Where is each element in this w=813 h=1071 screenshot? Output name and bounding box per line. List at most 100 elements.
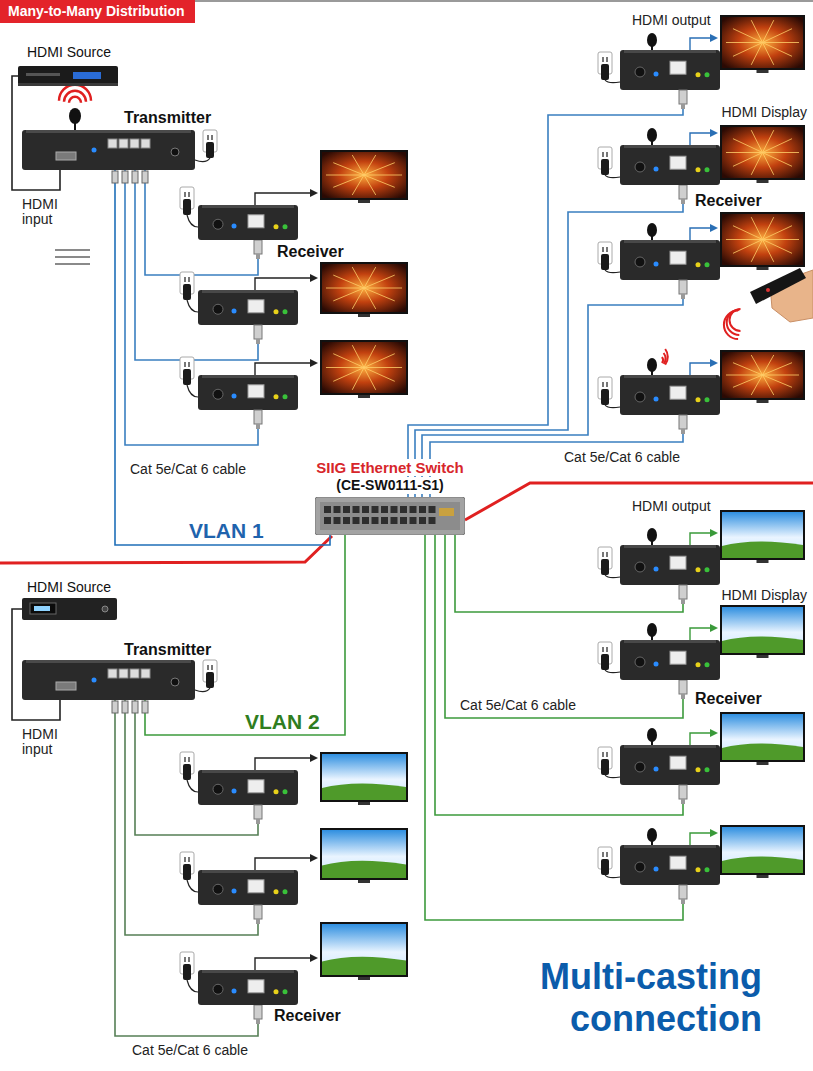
tv-stand <box>358 880 370 883</box>
receiver-edge <box>624 375 716 378</box>
arrow-head <box>710 224 718 232</box>
rj45-port <box>670 156 686 169</box>
power-adapter <box>601 389 609 405</box>
link-led <box>696 767 701 772</box>
dc-jack <box>635 562 645 572</box>
receiver-edge <box>624 845 716 848</box>
remote-control <box>750 268 806 304</box>
switch-port <box>400 517 407 524</box>
rj45-port <box>130 139 139 148</box>
hdmi-output-arrow <box>690 833 712 845</box>
firework-ray <box>763 20 774 42</box>
firework-ray <box>751 240 762 262</box>
switch-port <box>391 517 398 524</box>
annotation: HDMI output <box>630 498 713 515</box>
cable-boot <box>256 339 260 344</box>
network-line <box>0 536 332 563</box>
power-led <box>92 678 97 683</box>
rj45-port <box>108 139 117 148</box>
outlet-slot <box>207 665 209 670</box>
power-cord <box>187 300 198 312</box>
device-label: HDMI Source <box>25 579 113 596</box>
firework-ray <box>751 375 762 395</box>
arrow-head <box>310 954 318 962</box>
source-display <box>73 72 101 79</box>
firework-ray <box>763 43 774 65</box>
firework-ray <box>326 175 364 176</box>
switch-port <box>381 506 388 513</box>
rj45-port <box>248 215 264 228</box>
receiver-edge <box>624 50 716 53</box>
ir-signal <box>59 85 91 101</box>
tv-frame <box>320 262 408 314</box>
switch-port <box>343 506 350 513</box>
power-led <box>654 167 659 172</box>
receiver-body <box>198 970 298 1005</box>
power-cord <box>605 575 620 578</box>
receiver-edge <box>202 290 294 293</box>
ir-signal <box>69 97 81 103</box>
dc-jack <box>635 392 645 402</box>
rj45-port <box>670 61 686 74</box>
hdmi-output-arrow <box>690 533 712 545</box>
power-cord <box>187 385 198 397</box>
rj45-port <box>248 780 264 793</box>
ethernet-switch: SIIG Ethernet Switch(CE-SW0111-S1) <box>315 497 465 535</box>
firework-ray <box>763 240 774 262</box>
cable-plug <box>254 1005 262 1019</box>
power-led <box>654 867 659 872</box>
firework-ray <box>326 288 364 289</box>
device-drawing <box>198 970 298 1005</box>
device-label: Receiver <box>693 192 764 209</box>
device-drawing <box>620 640 720 680</box>
receiver-body <box>198 870 298 905</box>
outlet-slot <box>602 57 604 62</box>
link-led <box>696 262 701 267</box>
landscape-hill <box>322 861 406 878</box>
link-led <box>696 662 701 667</box>
power-cord <box>187 980 198 992</box>
rj45-port <box>670 251 686 264</box>
cable-boot <box>256 424 260 429</box>
arrow-head <box>710 359 718 367</box>
data-led <box>283 889 288 894</box>
firework-ray <box>733 139 763 153</box>
cable-plug <box>254 905 262 919</box>
outlet-slot <box>602 647 604 652</box>
tv-stand <box>358 802 370 805</box>
cable-plug <box>142 701 148 713</box>
link-led <box>696 567 701 572</box>
dc-jack <box>213 389 223 399</box>
cable-plug <box>142 171 148 183</box>
source-display <box>30 603 56 614</box>
cable-boot <box>681 294 685 299</box>
device-label: Transmitter <box>122 641 213 658</box>
cable-boot <box>681 694 685 699</box>
receiver-body <box>620 50 720 90</box>
arrow-head <box>710 729 718 737</box>
tv-stand <box>757 400 769 403</box>
arrow-head <box>310 189 318 197</box>
rj45-port <box>670 386 686 399</box>
arrow-head <box>310 359 318 367</box>
tv-screen <box>722 512 803 558</box>
landscape-hill <box>722 856 803 873</box>
transmitter-edge <box>26 660 191 663</box>
display-digits <box>34 606 50 611</box>
power-adapter <box>601 654 609 670</box>
power-cord <box>605 270 620 273</box>
tv-screen <box>322 264 406 312</box>
receiver-body <box>198 375 298 410</box>
outlet-slot <box>188 957 190 962</box>
cable-boot <box>681 429 685 434</box>
tv-screen <box>322 342 406 393</box>
switch-name: SIIG Ethernet Switch <box>313 459 467 476</box>
switch-port <box>324 517 331 524</box>
switch-port <box>400 506 407 513</box>
receiver-edge <box>624 640 716 643</box>
power-adapter <box>183 864 191 880</box>
power-cord <box>187 215 198 227</box>
outlet-slot <box>602 247 604 252</box>
arrow-head <box>710 529 718 537</box>
port-label: HDMI input <box>20 197 70 227</box>
